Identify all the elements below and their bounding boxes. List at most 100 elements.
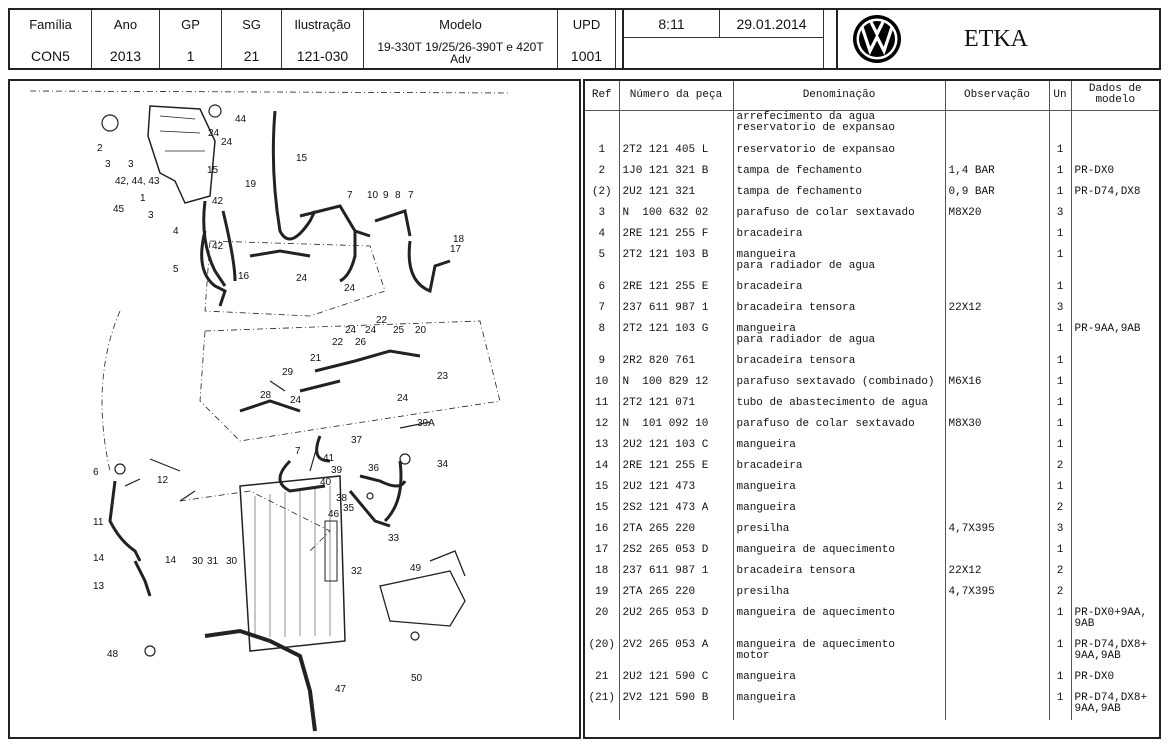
cell-den: bracadeira tensora — [733, 350, 946, 372]
cell-ref: 7 — [585, 297, 620, 319]
cell-den: bracadeira — [733, 223, 946, 245]
cell-numero: 2RE 121 255 E — [619, 276, 734, 298]
col-observacao[interactable]: Observação — [945, 81, 1050, 111]
svg-text:24: 24 — [221, 137, 233, 148]
cell-un: 3 — [1049, 297, 1072, 319]
svg-text:24: 24 — [345, 325, 357, 336]
svg-text:7: 7 — [295, 446, 301, 457]
svg-text:40: 40 — [320, 477, 332, 488]
cell-obs — [945, 687, 1050, 720]
cell-numero: 2R2 820 761 — [619, 350, 734, 372]
cell-numero: 2RE 121 255 F — [619, 223, 734, 245]
col-denominacao[interactable]: Denominação — [733, 81, 946, 111]
header-datetime: 8:11 29.01.2014 — [624, 10, 824, 68]
cell-ref: 14 — [585, 455, 620, 477]
cell-un: 2 — [1049, 455, 1072, 477]
cell-un: 1 — [1049, 318, 1072, 351]
cell-numero: 2U2 121 590 C — [619, 666, 734, 688]
col-dados[interactable]: Dados de modelo — [1071, 81, 1159, 111]
cell-un: 3 — [1049, 202, 1072, 224]
cell-un: 1 — [1049, 160, 1072, 182]
cell-obs: M6X16 — [945, 371, 1050, 393]
cell-dados: PR-D74,DX8+ 9AA,9AB — [1074, 638, 1148, 662]
cell-obs — [945, 276, 1050, 298]
cell-den: mangueira para radiador de agua — [733, 244, 946, 277]
header-separator — [616, 10, 624, 68]
cell-obs — [945, 244, 1050, 277]
cell-un: 2 — [1049, 560, 1072, 582]
cell-ref: 8 — [585, 318, 620, 351]
cell-ref: 16 — [585, 518, 620, 540]
svg-text:3: 3 — [148, 210, 154, 221]
cell-den: mangueira — [733, 434, 946, 456]
cell-dados — [1071, 372, 1159, 393]
cell-dados — [1071, 561, 1159, 582]
cell-obs: 22X12 — [945, 560, 1050, 582]
cell-den: bracadeira tensora — [733, 560, 946, 582]
cell-ref: (2) — [585, 181, 620, 203]
cell-un: 1 — [1049, 371, 1072, 393]
svg-text:16: 16 — [238, 271, 250, 282]
svg-text:24: 24 — [365, 325, 377, 336]
sg-label: SG — [242, 17, 261, 32]
cell-numero: 2U2 121 103 C — [619, 434, 734, 456]
cell-numero: 2S2 265 053 D — [619, 539, 734, 561]
svg-text:34: 34 — [437, 459, 449, 470]
cell-den: parafuso de colar sextavado — [733, 202, 946, 224]
svg-text:24: 24 — [397, 393, 409, 404]
svg-text:24: 24 — [296, 273, 308, 284]
table-header-row: Ref Número da peça Denominação Observaçã… — [585, 81, 1159, 111]
cell-ref: 9 — [585, 350, 620, 372]
cell-dados — [1071, 277, 1159, 298]
cell-un: 1 — [1049, 276, 1072, 298]
cell-den: tampa de fechamento — [733, 160, 946, 182]
header-separator-2 — [824, 10, 838, 68]
col-un[interactable]: Un — [1049, 81, 1072, 111]
col-ref[interactable]: Ref — [585, 81, 620, 111]
cell-den: mangueira para radiador de agua — [733, 318, 946, 351]
svg-text:19: 19 — [245, 179, 257, 190]
svg-text:37: 37 — [351, 435, 363, 446]
svg-text:7: 7 — [408, 190, 414, 201]
svg-text:21: 21 — [310, 353, 322, 364]
cell-numero: 2TA 265 220 — [619, 518, 734, 540]
svg-text:41: 41 — [323, 453, 335, 464]
cell-un: 3 — [1049, 518, 1072, 540]
cell-numero: 2T2 121 405 L — [619, 139, 734, 161]
svg-text:50: 50 — [411, 673, 423, 684]
date-value: 29.01.2014 — [736, 16, 807, 32]
cell-obs — [945, 634, 1050, 667]
parts-list-panel[interactable]: Ref Número da peça Denominação Observaçã… — [583, 79, 1161, 739]
svg-text:22: 22 — [332, 337, 344, 348]
cell-numero: 2U2 265 053 D — [619, 602, 734, 635]
cell-dados — [1071, 519, 1159, 540]
col-numero[interactable]: Número da peça — [619, 81, 734, 111]
